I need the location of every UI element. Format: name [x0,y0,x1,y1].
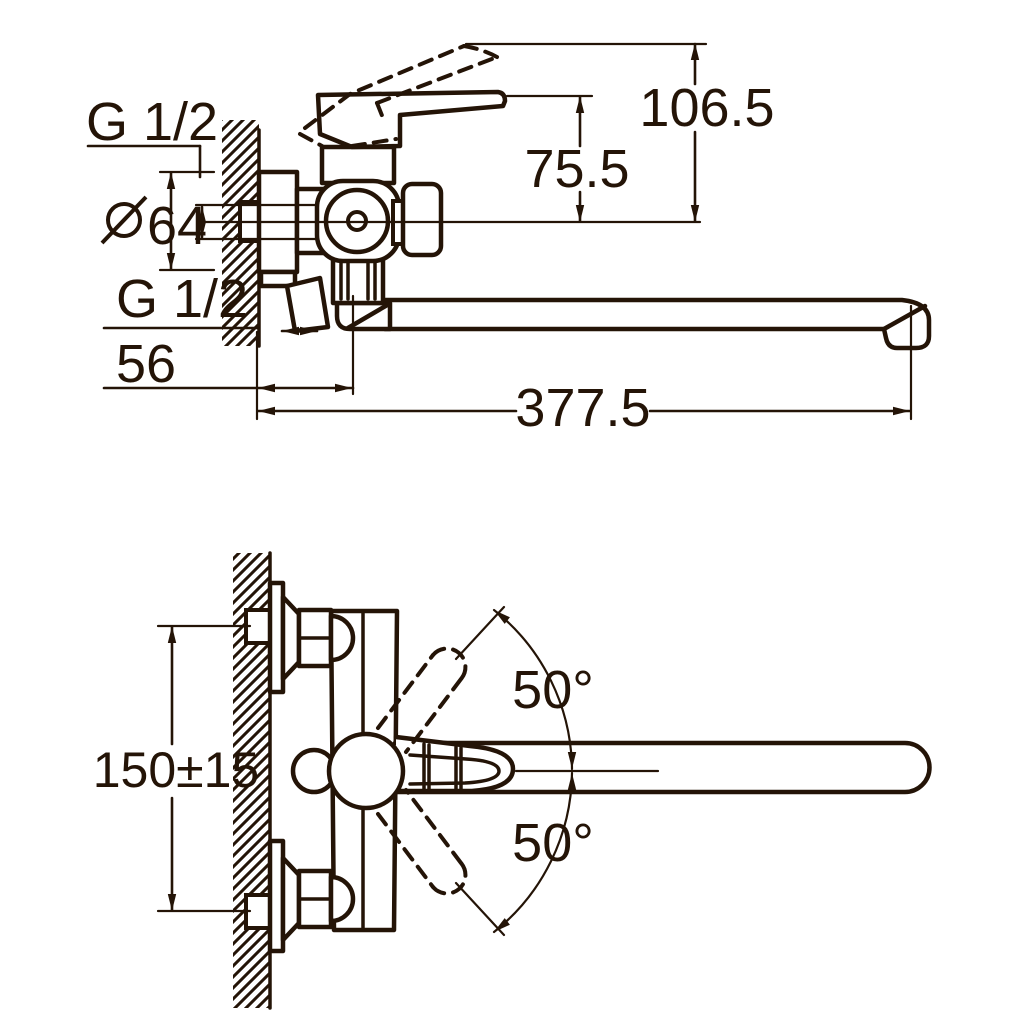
handle-raised-dashed [375,55,499,105]
label-wall-thread: G 1/2 [86,92,218,239]
spout-elbow-chamfer [345,301,392,331]
dimension-spout-reach: 377.5 [256,304,913,438]
handle-swing-dashed-down [376,788,468,896]
dimension-connection-centers: 150±15 [93,624,259,913]
dimension-swing-angle: 50° 50° [454,605,660,937]
dimension-wall-offset: 56 [102,294,355,421]
side-view: 106.5 75.5 G 1/2 [86,42,932,438]
dimension-open-handle-height: 106.5 [464,42,775,223]
handle-lever [315,89,508,150]
body-block [319,144,397,186]
dim-64-text: 64 [147,196,207,256]
dim-106.5-text: 106.5 [639,78,774,138]
handle-raised-dashed [298,132,324,148]
handle-raised-dashed [375,101,385,120]
connector-top [267,580,356,695]
label-shower-thread: G 1/2 [102,269,319,336]
side-spout-tip-edge [881,303,928,332]
front-cartridge-circle [326,731,406,811]
shower-outlet-pipe [284,275,331,334]
handle-raised-dashed [462,44,499,59]
side-spout [382,297,932,351]
handle-raised-dashed [303,44,466,130]
handle-raised-dashed [350,137,398,148]
dim-377.5-text: 377.5 [515,378,650,438]
g12-top-text: G 1/2 [86,92,218,152]
diameter-symbol-icon [100,195,148,245]
dim-150-text: 150±15 [93,742,259,798]
dim-50-up-text: 50° [512,660,594,720]
handle-swing-dashed-up [376,646,468,754]
front-spout [392,740,932,795]
dim-50-down-text: 50° [512,813,594,873]
dim-75.5-text: 75.5 [524,139,629,199]
front-handle-inner [408,753,501,786]
dimension-escutcheon-diameter: 64 [100,170,216,272]
outlet-stub [258,269,298,289]
diverter-knob [400,181,444,258]
dim-56-text: 56 [116,334,176,394]
dimension-handle-height: 75.5 [505,94,630,223]
connector-bottom [267,838,356,954]
g12-bottom-text: G 1/2 [116,269,248,329]
front-view: 50° 50° 150±15 [93,551,932,1010]
